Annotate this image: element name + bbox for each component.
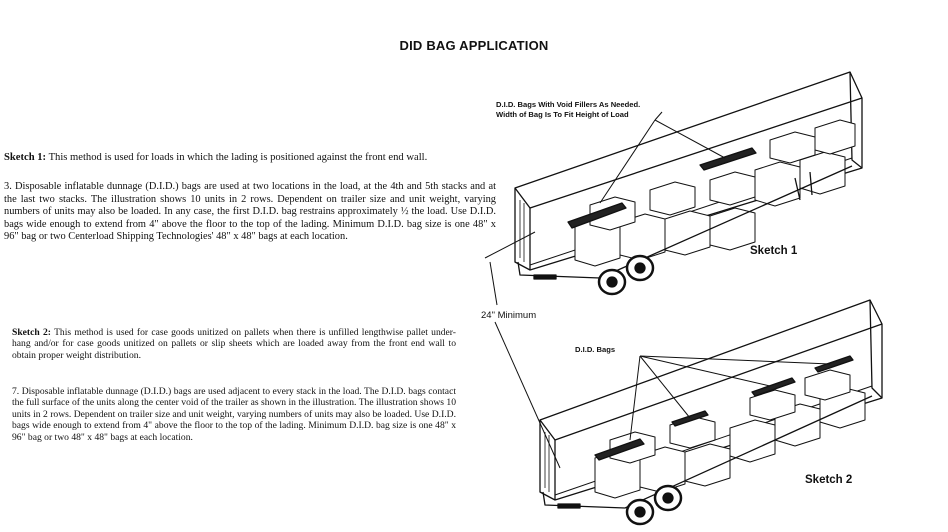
sketch2-label: Sketch 2 <box>805 474 853 486</box>
sketch1-heading: Sketch 1: <box>4 152 47 163</box>
callout-lines <box>484 111 831 469</box>
callout-did-bags: D.I.D. Bags <box>575 345 616 354</box>
trailer-1-drawing <box>514 71 863 296</box>
trailer-2-drawing <box>539 299 883 526</box>
sketch1-intro-text: This method is used for loads in which t… <box>48 152 428 163</box>
callout-line-2: Width of Bag Is To Fit Height of Load <box>496 110 629 119</box>
sketch2-heading: Sketch 2: <box>12 327 51 338</box>
minimum-distance-label: 24" Minimum <box>481 310 537 321</box>
callout-line-1: D.I.D. Bags With Void Fillers As Needed. <box>496 100 641 109</box>
sketch1-label: Sketch 1 <box>750 245 798 257</box>
page-title: DID BAG APPLICATION <box>399 38 549 53</box>
sketch2-intro-text: This method is used for case goods uniti… <box>12 327 457 361</box>
callout-bags-void-fillers: D.I.D. Bags With Void Fillers As Needed.… <box>496 100 696 120</box>
sketch2-body: 7. Disposable inflatable dunnage (D.I.D.… <box>12 386 456 443</box>
sketch2-intro: Sketch 2: This method is used for case g… <box>12 327 456 361</box>
sketch1-body: 3. Disposable inflatable dunnage (D.I.D.… <box>4 181 496 243</box>
sketch1-intro: Sketch 1: This method is used for loads … <box>4 151 504 164</box>
